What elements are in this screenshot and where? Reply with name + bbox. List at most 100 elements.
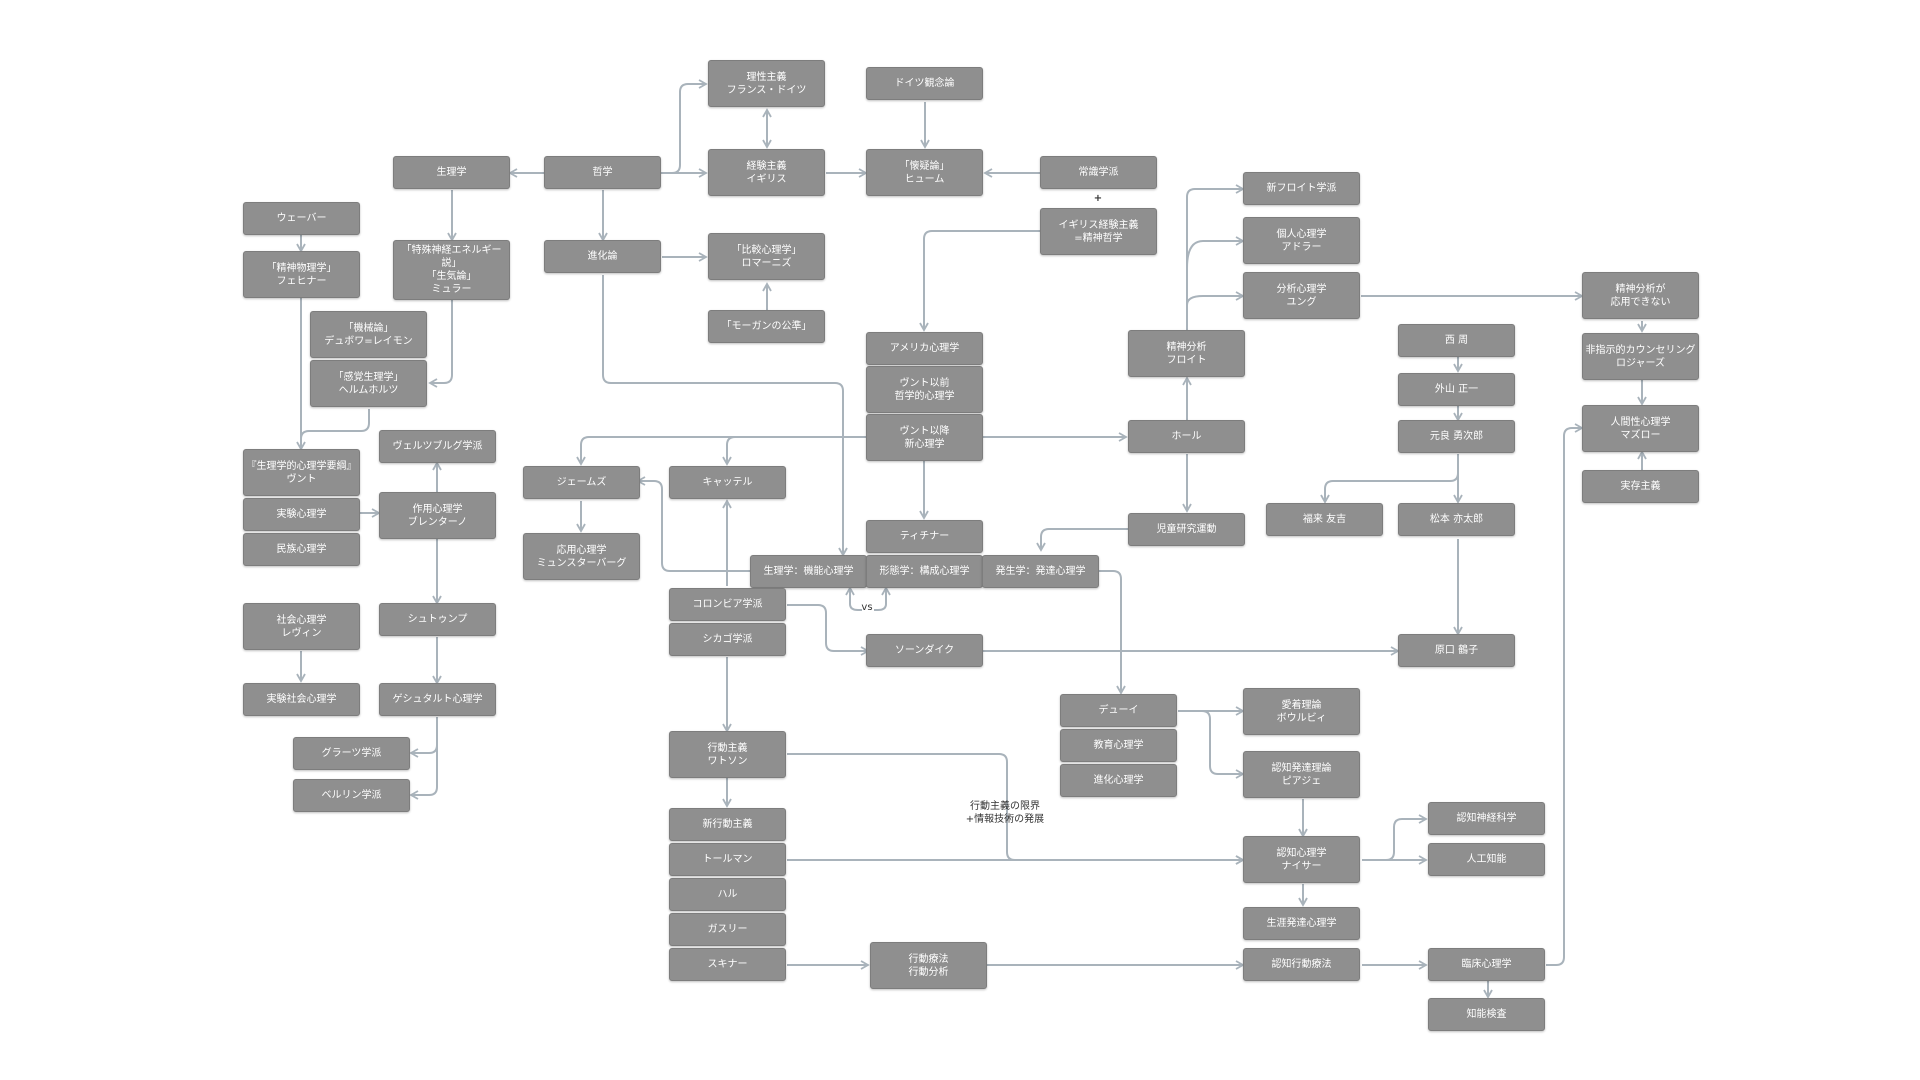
edge-motora-fukurai bbox=[1320, 454, 1459, 504]
node-titchener[interactable]: ティチナー bbox=[866, 520, 983, 553]
node-tolman[interactable]: トールマン bbox=[669, 843, 786, 876]
node-cognitive[interactable]: 認知心理学 ナイサー bbox=[1243, 836, 1360, 883]
edge-vs-right bbox=[874, 586, 891, 611]
node-pre-wundt[interactable]: ヴント以前 哲学的心理学 bbox=[866, 366, 983, 413]
node-evolution[interactable]: 進化論 bbox=[544, 240, 661, 273]
edge-clinical-humanistic bbox=[1546, 423, 1584, 966]
label-plus: + bbox=[1093, 193, 1103, 204]
node-behaviorism[interactable]: 行動主義 ワトソン bbox=[669, 731, 786, 778]
node-matsumoto[interactable]: 松本 亦太郎 bbox=[1398, 503, 1515, 536]
node-physio-principles[interactable]: 『生理学的心理学要綱』 ヴント bbox=[243, 449, 360, 496]
node-mechanism[interactable]: 「機械論」 デュボワ=レイモン bbox=[310, 311, 427, 358]
node-structural[interactable]: 形態学：構成心理学 bbox=[866, 555, 983, 588]
node-fukurai[interactable]: 福来 友吉 bbox=[1266, 503, 1383, 536]
node-exp-social[interactable]: 実験社会心理学 bbox=[243, 683, 360, 716]
node-skinner[interactable]: スキナー bbox=[669, 948, 786, 981]
edge-functional-james bbox=[636, 476, 750, 572]
edge-gestalt-berlin bbox=[409, 717, 438, 800]
node-empiricism[interactable]: 経験主義 イギリス bbox=[708, 149, 825, 196]
edge-childstudy-developmental bbox=[1036, 528, 1128, 552]
edge-evolution-functional bbox=[602, 275, 848, 557]
node-graz[interactable]: グラーツ学派 bbox=[293, 737, 410, 770]
node-comparative[interactable]: 「比較心理学」 ロマーニズ bbox=[708, 233, 825, 280]
node-cbt[interactable]: 認知行動療法 bbox=[1243, 948, 1360, 981]
node-cog-dev[interactable]: 認知発達理論 ピアジェ bbox=[1243, 751, 1360, 798]
edge-post-james bbox=[576, 436, 868, 466]
node-weber[interactable]: ウェーバー bbox=[243, 202, 360, 235]
edge-post-cattell bbox=[722, 436, 868, 466]
label-behaviorism-limit: 行動主義の限界 +情報技術の発展 bbox=[965, 801, 1045, 825]
node-thorndike[interactable]: ソーンダイク bbox=[866, 634, 983, 667]
node-experimental[interactable]: 実験心理学 bbox=[243, 498, 360, 531]
node-behavior-therapy[interactable]: 行動療法 行動分析 bbox=[870, 942, 987, 989]
edge-gestalt-graz bbox=[409, 717, 438, 758]
node-motora[interactable]: 元良 勇次郎 bbox=[1398, 420, 1515, 453]
node-functional[interactable]: 生理学：機能心理学 bbox=[750, 555, 867, 588]
node-developmental[interactable]: 発生学：発達心理学 bbox=[982, 555, 1099, 588]
node-child-study[interactable]: 児童研究運動 bbox=[1128, 513, 1245, 546]
node-specific-nerve[interactable]: 「特殊神経エネルギー説」 「生気論」 ミュラー bbox=[393, 240, 510, 300]
node-philosophy[interactable]: 哲学 bbox=[544, 156, 661, 189]
label-vs: vs bbox=[861, 602, 873, 613]
node-toyama[interactable]: 外山 正一 bbox=[1398, 373, 1515, 406]
node-attachment[interactable]: 愛着理論 ボウルビィ bbox=[1243, 688, 1360, 735]
node-social[interactable]: 社会心理学 レヴィン bbox=[243, 603, 360, 650]
node-hara[interactable]: 原口 鶴子 bbox=[1398, 634, 1515, 667]
node-common-sense[interactable]: 常識学派 bbox=[1040, 156, 1157, 189]
node-psychophysics[interactable]: 「精神物理学」 フェヒナー bbox=[243, 251, 360, 298]
edge-british-american bbox=[919, 230, 1040, 332]
node-nondirective[interactable]: 非指示的カウンセリング ロジャーズ bbox=[1582, 333, 1699, 380]
edge-philosophy-rationalism bbox=[660, 79, 708, 174]
edge-dewey-cogdev bbox=[1178, 710, 1245, 779]
node-chicago[interactable]: シカゴ学派 bbox=[669, 623, 786, 656]
node-neobehaviorism[interactable]: 新行動主義 bbox=[669, 808, 786, 841]
edge-sensory-principles bbox=[300, 409, 370, 440]
node-evo-psych[interactable]: 進化心理学 bbox=[1060, 764, 1177, 797]
edge-psychoanalysis-individual bbox=[1186, 236, 1245, 269]
node-edu-psych[interactable]: 教育心理学 bbox=[1060, 729, 1177, 762]
node-neo-freud[interactable]: 新フロイト学派 bbox=[1243, 172, 1360, 205]
edge-cognitive-coneuro bbox=[1362, 814, 1428, 861]
node-hull[interactable]: ハル bbox=[669, 878, 786, 911]
node-psychoanalysis-na[interactable]: 精神分析が 応用できない bbox=[1582, 272, 1699, 319]
node-analytic[interactable]: 分析心理学 ユング bbox=[1243, 272, 1360, 319]
node-cog-neuro[interactable]: 認知神経科学 bbox=[1428, 802, 1545, 835]
node-james[interactable]: ジェームズ bbox=[523, 466, 640, 499]
edge-specific-sensory bbox=[428, 300, 453, 388]
node-psychoanalysis[interactable]: 精神分析 フロイト bbox=[1128, 330, 1245, 377]
node-ai[interactable]: 人工知能 bbox=[1428, 843, 1545, 876]
node-gestalt[interactable]: ゲシュタルト心理学 bbox=[379, 683, 496, 716]
node-wurzburg[interactable]: ヴェルツブルグ学派 bbox=[379, 430, 496, 463]
node-existentialism[interactable]: 実存主義 bbox=[1582, 470, 1699, 503]
node-individual[interactable]: 個人心理学 アドラー bbox=[1243, 217, 1360, 264]
node-intelligence[interactable]: 知能検査 bbox=[1428, 998, 1545, 1031]
node-rationalism[interactable]: 理性主義 フランス・ドイツ bbox=[708, 60, 825, 107]
node-guthrie[interactable]: ガスリー bbox=[669, 913, 786, 946]
edge-columbia-thorndike bbox=[787, 604, 870, 656]
node-hall[interactable]: ホール bbox=[1128, 420, 1245, 453]
node-cattell[interactable]: キャッテル bbox=[669, 466, 786, 499]
node-stumpf[interactable]: シュトゥンプ bbox=[379, 603, 496, 636]
node-morgan[interactable]: 「モーガンの公準」 bbox=[708, 310, 825, 343]
node-nishi[interactable]: 西 周 bbox=[1398, 324, 1515, 357]
edge-developmental-dewey bbox=[1099, 570, 1126, 695]
node-folk[interactable]: 民族心理学 bbox=[243, 533, 360, 566]
node-berlin[interactable]: ベルリン学派 bbox=[293, 779, 410, 812]
node-applied[interactable]: 応用心理学 ミュンスターバーグ bbox=[523, 533, 640, 580]
node-clinical[interactable]: 臨床心理学 bbox=[1428, 948, 1545, 981]
node-skepticism[interactable]: 「懐疑論」 ヒューム bbox=[866, 149, 983, 196]
node-post-wundt[interactable]: ヴント以降 新心理学 bbox=[866, 414, 983, 461]
node-british-empiricism[interactable]: イギリス経験主義 =精神哲学 bbox=[1040, 208, 1157, 255]
node-lifespan[interactable]: 生涯発達心理学 bbox=[1243, 907, 1360, 940]
node-humanistic[interactable]: 人間性心理学 マズロー bbox=[1582, 405, 1699, 452]
node-dewey[interactable]: デューイ bbox=[1060, 694, 1177, 727]
node-sensory[interactable]: 「感覚生理学」 ヘルムホルツ bbox=[310, 360, 427, 407]
node-columbia[interactable]: コロンビア学派 bbox=[669, 588, 786, 621]
node-act-psych[interactable]: 作用心理学 ブレンターノ bbox=[379, 492, 496, 539]
edge-psychoanalysis-analytic bbox=[1186, 291, 1245, 306]
node-american[interactable]: アメリカ心理学 bbox=[866, 332, 983, 365]
node-physiology[interactable]: 生理学 bbox=[393, 156, 510, 189]
node-german-idealism[interactable]: ドイツ観念論 bbox=[866, 67, 983, 100]
